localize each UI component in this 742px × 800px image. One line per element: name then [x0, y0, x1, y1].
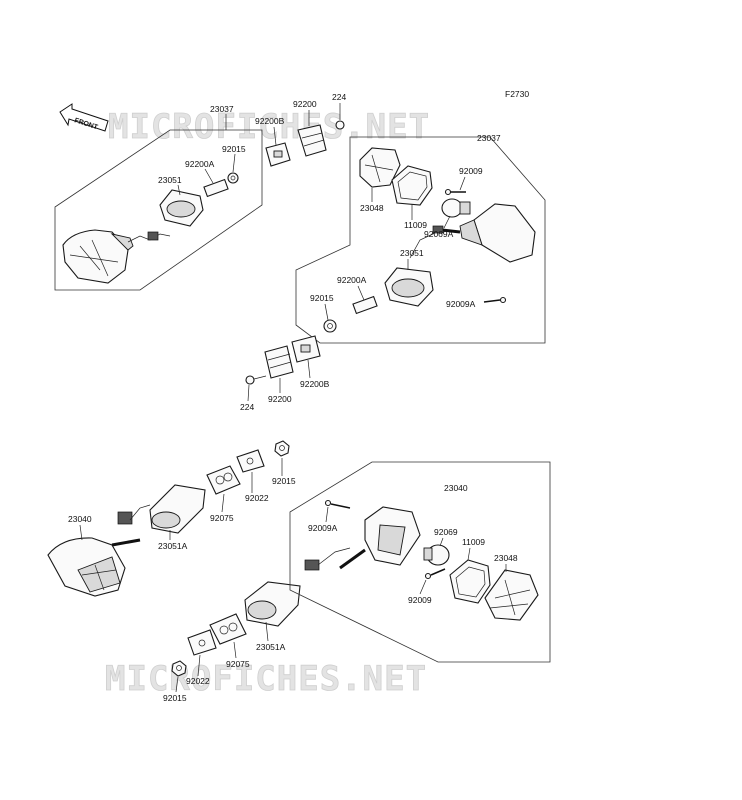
label-92069-bottom-right: 92069: [434, 527, 458, 537]
label-92200A-top-right: 92200A: [337, 275, 367, 285]
label-92015-top-right: 92015: [310, 293, 334, 303]
lens-23048-top-right: [359, 147, 401, 188]
lamp-body-23051A-lower: [244, 581, 301, 627]
label-92009-bottom-right: 92009: [408, 595, 432, 605]
bolt-224-lower: [245, 375, 267, 385]
housing-23037-top-right: [441, 203, 536, 263]
watermark-top: MICROFICHES.NET: [108, 107, 430, 147]
grommet-92075-upper: [206, 465, 241, 495]
bulb-92069A-top-right: [441, 198, 471, 218]
label-92015-top-left: 92015: [222, 144, 246, 154]
grommet-92075-lower: [209, 613, 247, 645]
watermark-bottom: MICROFICHES.NET: [105, 659, 427, 699]
label-92009-top-right: 92009: [459, 166, 483, 176]
label-11009-top-right: 11009: [404, 220, 427, 230]
connector-bottom-left: [117, 511, 133, 525]
label-23051-top-right: 23051: [400, 248, 424, 258]
connector-top-right: [432, 225, 444, 234]
gasket-92200A-top-left: [203, 178, 229, 198]
screw-92009-top-right: [444, 188, 466, 196]
label-92022-lower: 92022: [186, 676, 210, 686]
label-92075-lower: 92075: [226, 659, 250, 669]
label-23037-top-right: 23037: [477, 133, 501, 143]
label-224-top: 224: [332, 92, 346, 102]
bracket-92200B-top: [265, 142, 291, 167]
bracket-92200-lower: [264, 345, 294, 379]
bulb-92069-bottom-right: [423, 544, 450, 566]
plate-92022-upper: [236, 449, 265, 473]
label-11009-bottom-right: 11009: [462, 537, 485, 547]
turn-signal-lens-top-left: [62, 229, 134, 284]
lamp-body-23051-top-right: [384, 267, 434, 307]
label-23037-top-left: 23037: [210, 104, 234, 114]
gasket-11009-bottom-right: [449, 559, 491, 604]
label-92009A-bottom-right: 92009A: [308, 523, 338, 533]
label-23051A-lower: 23051A: [256, 642, 286, 652]
nut-92015-upper: [274, 440, 290, 457]
wire-top-right: [409, 232, 436, 259]
gasket-11009-top-right: [391, 165, 433, 206]
front-arrow-icon: FRONT: [59, 103, 109, 132]
connector-top-left: [147, 231, 159, 241]
bolt-224-top: [335, 120, 345, 130]
bottom-right-group-outline: [289, 461, 551, 663]
label-23051-top-left: 23051: [158, 175, 182, 185]
label-23040-bottom-left: 23040: [68, 514, 92, 524]
label-92015-upper: 92015: [272, 476, 296, 486]
screw-92009A-top-right: [483, 296, 507, 304]
label-92200B-top: 92200B: [255, 116, 285, 126]
wire-bottom-left: [129, 504, 151, 521]
nut-92015-top-left: [227, 172, 239, 184]
label-92200A-top-left: 92200A: [185, 159, 215, 169]
label-23048-bottom-right: 23048: [494, 553, 518, 563]
label-92075-upper: 92075: [210, 513, 234, 523]
lens-23048-bottom-right: [484, 569, 539, 621]
nut-92015-top-right: [323, 319, 337, 333]
gasket-92200A-top-right: [352, 295, 378, 315]
housing-23040-bottom-right: [339, 506, 421, 570]
label-23048-top-right: 23048: [360, 203, 384, 213]
wire-bottom-right: [317, 547, 351, 566]
plate-92022-lower: [187, 629, 217, 656]
screw-92009A-bottom-right: [324, 499, 351, 509]
label-92069A-top-right: 92069A: [424, 229, 454, 239]
label-92009A-top-right: 92009A: [446, 299, 476, 309]
lamp-body-23051A-upper: [149, 484, 206, 534]
label-92200-lower: 92200: [268, 394, 292, 404]
label-224-lower: 224: [240, 402, 254, 412]
label-92200B-lower: 92200B: [300, 379, 330, 389]
label-23051A-upper: 23051A: [158, 541, 188, 551]
label-92200-top: 92200: [293, 99, 317, 109]
bracket-92200B-lower: [291, 335, 321, 363]
lamp-body-23051-top-left: [159, 189, 204, 227]
top-right-group-outline: [295, 136, 546, 344]
top-left-group-outline: [54, 129, 263, 291]
nut-92015-lower: [171, 660, 187, 677]
turn-signal-lens-23040-bottom-left: [47, 537, 141, 597]
screw-92009-bottom-right: [424, 568, 446, 580]
label-23040-bottom-right: 23040: [444, 483, 468, 493]
label-92022-upper: 92022: [245, 493, 269, 503]
label-92015-lower: 92015: [163, 693, 187, 703]
figure-code: F2730: [505, 89, 529, 99]
connector-bottom-right: [304, 559, 320, 571]
bracket-92200-top: [297, 124, 327, 157]
